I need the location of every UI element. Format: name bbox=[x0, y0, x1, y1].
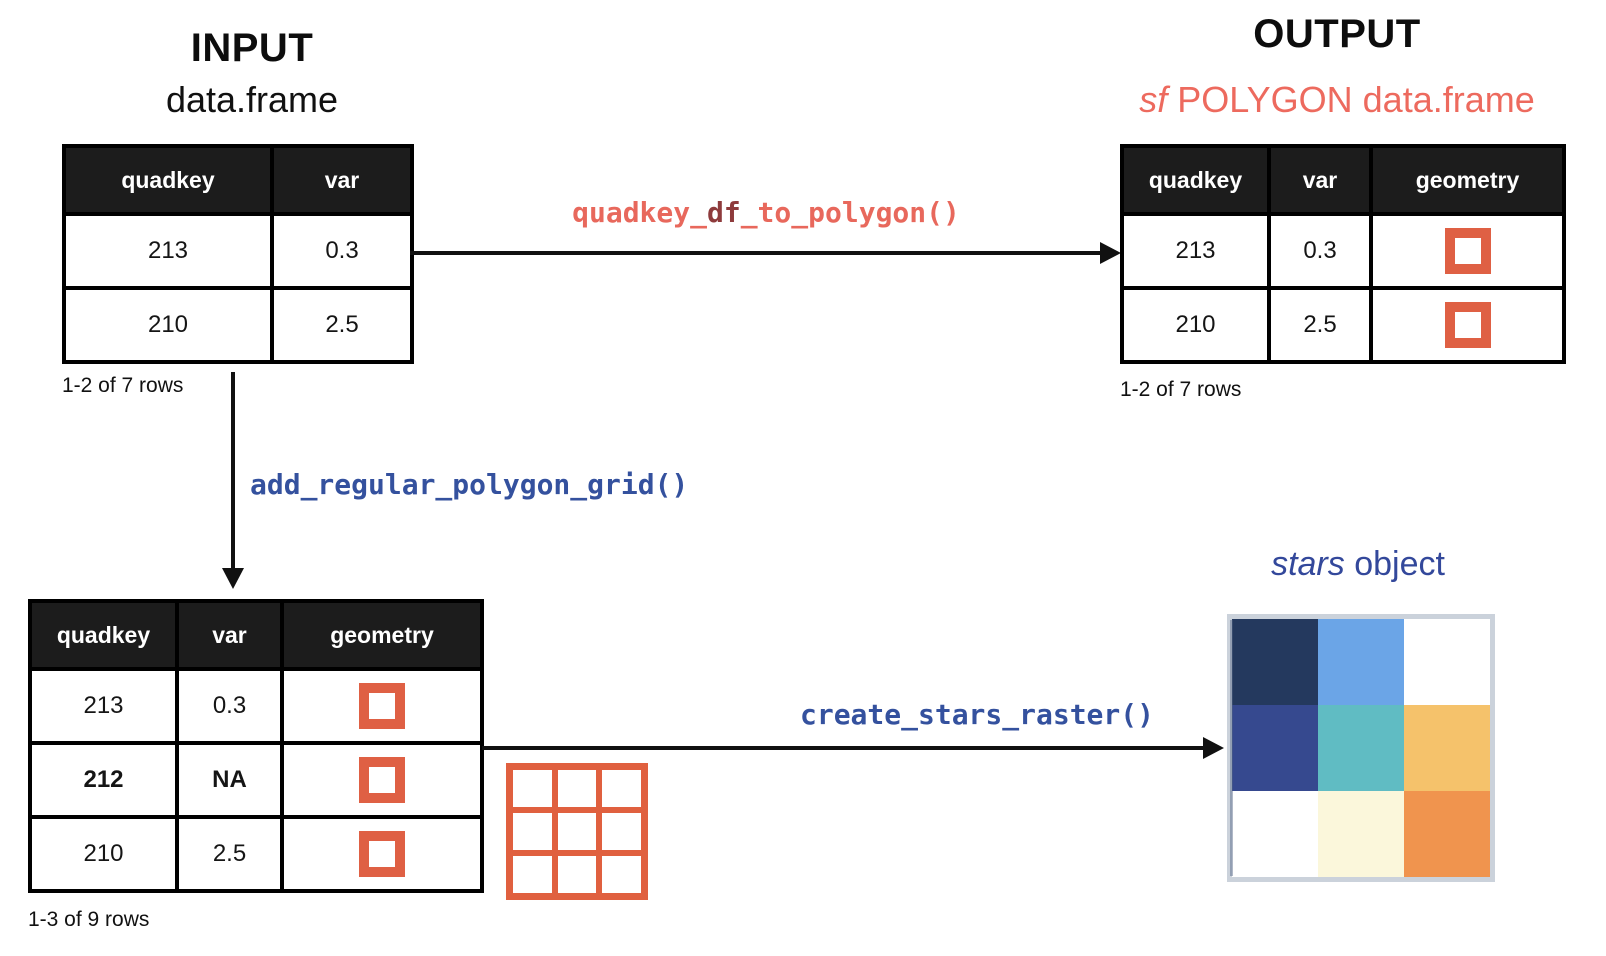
grid-cell bbox=[510, 810, 555, 853]
arrow-right-head-icon bbox=[1100, 242, 1121, 264]
table-row: 210 2.5 bbox=[62, 286, 414, 364]
grid-cell bbox=[599, 810, 644, 853]
input-title: INPUT bbox=[190, 26, 314, 70]
arrow-down-head-icon bbox=[222, 568, 244, 589]
cell-var: 2.5 bbox=[175, 815, 284, 893]
raster-cell bbox=[1232, 619, 1318, 705]
arrow-right-line bbox=[410, 251, 1104, 255]
arrow-right-head-icon bbox=[1203, 737, 1224, 759]
cell-geometry bbox=[280, 741, 484, 819]
output-col-var: var bbox=[1267, 144, 1373, 216]
output-subtitle-rest: POLYGON data.frame bbox=[1167, 79, 1535, 120]
table-row: 213 0.3 bbox=[1120, 212, 1566, 290]
cell-quadkey: 213 bbox=[1120, 212, 1271, 290]
output-col-quadkey: quadkey bbox=[1120, 144, 1271, 216]
cell-quadkey: 212 bbox=[28, 741, 179, 819]
table-row: 210 2.5 bbox=[28, 815, 484, 893]
stars-title-rest: object bbox=[1344, 545, 1445, 583]
cell-var: NA bbox=[175, 741, 284, 819]
polygon-geometry-icon bbox=[359, 683, 405, 729]
grid-cell bbox=[554, 853, 600, 896]
grid-cell bbox=[599, 767, 644, 810]
input-col-var: var bbox=[270, 144, 414, 216]
stars-raster bbox=[1227, 614, 1495, 882]
cell-var: 2.5 bbox=[270, 286, 414, 364]
cell-var: 0.3 bbox=[175, 667, 284, 745]
polygon-geometry-icon bbox=[359, 831, 405, 877]
raster-cell bbox=[1318, 619, 1404, 705]
grid-cell bbox=[599, 853, 644, 896]
cell-quadkey: 213 bbox=[62, 212, 274, 290]
input-table-caption: 1-2 of 7 rows bbox=[62, 374, 184, 397]
raster-cell bbox=[1318, 791, 1404, 877]
table-row-new: 212 NA bbox=[28, 741, 484, 819]
polygon-table: quadkey var geometry 213 0.3 212 NA 210 … bbox=[28, 599, 484, 893]
raster-cell bbox=[1404, 619, 1490, 705]
raster-cell bbox=[1404, 705, 1490, 791]
stars-object-title: stars object bbox=[1158, 545, 1558, 583]
cell-var: 2.5 bbox=[1267, 286, 1373, 364]
cell-geometry bbox=[1369, 286, 1566, 364]
fn-quadkey-df-to-polygon: quadkey_df_to_polygon() bbox=[566, 196, 966, 229]
cell-quadkey: 210 bbox=[1120, 286, 1271, 364]
polygon-table-caption: 1-3 of 9 rows bbox=[28, 908, 150, 931]
cell-quadkey: 210 bbox=[62, 286, 274, 364]
polygon-col-quadkey: quadkey bbox=[28, 599, 179, 671]
stars-italic: stars bbox=[1271, 545, 1345, 583]
sf-italic: sf bbox=[1139, 79, 1168, 120]
polygon-geometry-icon bbox=[359, 757, 405, 803]
fn-label-part: _to_polygon() bbox=[740, 196, 960, 229]
output-table-header-row: quadkey var geometry bbox=[1120, 144, 1566, 216]
grid-cell bbox=[510, 767, 555, 810]
table-row: 210 2.5 bbox=[1120, 286, 1566, 364]
polygon-geometry-icon bbox=[1444, 228, 1491, 274]
output-table: quadkey var geometry 213 0.3 210 2.5 bbox=[1120, 144, 1566, 364]
polygon-table-header-row: quadkey var geometry bbox=[28, 599, 484, 671]
table-row: 213 0.3 bbox=[62, 212, 414, 290]
grid-cell bbox=[510, 853, 555, 896]
fn-label-part: quadkey_ bbox=[572, 196, 707, 229]
stars-raster-grid bbox=[1232, 619, 1490, 877]
polygon-col-geometry: geometry bbox=[280, 599, 484, 671]
fn-create-stars-raster: create_stars_raster() bbox=[799, 698, 1154, 731]
cell-quadkey: 210 bbox=[28, 815, 179, 893]
cell-var: 0.3 bbox=[270, 212, 414, 290]
raster-cell bbox=[1318, 705, 1404, 791]
cell-geometry bbox=[280, 667, 484, 745]
arrow-right-line bbox=[482, 746, 1206, 750]
polygon-col-var: var bbox=[175, 599, 284, 671]
cell-quadkey: 213 bbox=[28, 667, 179, 745]
cell-var: 0.3 bbox=[1267, 212, 1373, 290]
input-table: quadkey var 213 0.3 210 2.5 bbox=[62, 144, 414, 364]
raster-cell bbox=[1232, 705, 1318, 791]
arrow-down-line bbox=[231, 372, 235, 570]
regular-polygon-grid-icon bbox=[506, 763, 648, 900]
grid-cell bbox=[554, 810, 600, 853]
input-table-header-row: quadkey var bbox=[62, 144, 414, 216]
output-col-geometry: geometry bbox=[1369, 144, 1566, 216]
fn-add-regular-polygon-grid: add_regular_polygon_grid() bbox=[250, 468, 689, 501]
grid-cell bbox=[554, 767, 600, 810]
output-title: OUTPUT bbox=[1253, 12, 1421, 56]
input-subtitle: data.frame bbox=[165, 79, 339, 120]
table-row: 213 0.3 bbox=[28, 667, 484, 745]
polygon-geometry-icon bbox=[1444, 302, 1491, 348]
fn-label-df: df bbox=[706, 196, 741, 229]
cell-geometry bbox=[1369, 212, 1566, 290]
output-subtitle: sf POLYGON data.frame bbox=[1087, 80, 1587, 120]
raster-cell bbox=[1404, 791, 1490, 877]
output-table-caption: 1-2 of 7 rows bbox=[1120, 378, 1242, 401]
raster-cell bbox=[1232, 791, 1318, 877]
cell-geometry bbox=[280, 815, 484, 893]
input-col-quadkey: quadkey bbox=[62, 144, 274, 216]
raster-axis-line bbox=[1230, 620, 1233, 876]
